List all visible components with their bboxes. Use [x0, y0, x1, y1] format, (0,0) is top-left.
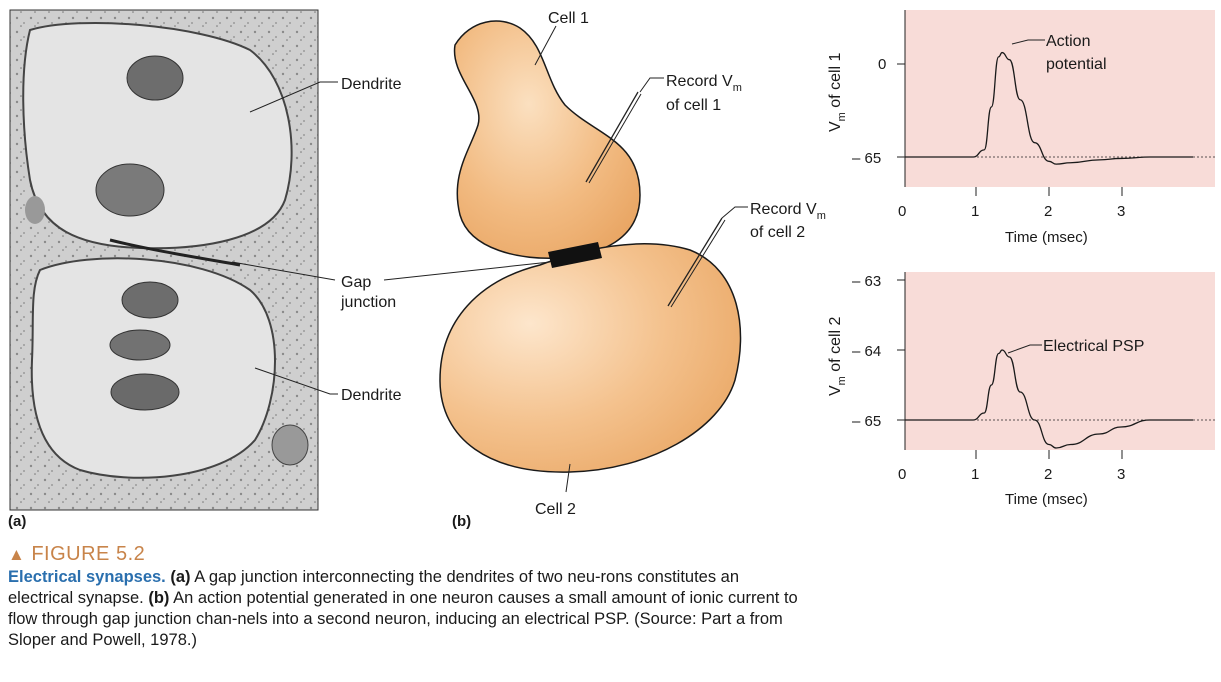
panel-a-label: (a) — [8, 513, 26, 530]
micrograph — [9, 9, 319, 511]
electrode-cell-1 — [585, 91, 642, 184]
triangle-icon: ▲ — [8, 545, 26, 564]
graph-1-xtick-1: 1 — [971, 203, 979, 220]
caption-text-2: An action potential generated in one neu… — [8, 589, 798, 649]
label-gap: Gap — [341, 274, 371, 291]
panel-a-leaders — [231, 81, 338, 395]
graph-2-ytick-label-64: – 64 — [852, 343, 881, 360]
graph-1-annotation-potential: potential — [1046, 56, 1107, 73]
graph-1-ylabel: Vm of cell 1 — [827, 52, 848, 132]
graph-1-xtick-0: 0 — [898, 203, 906, 220]
graph-2-trace — [904, 349, 1193, 449]
graph-2-xtick-0: 0 — [898, 466, 906, 483]
graph-1-annotation-action: Action — [1046, 33, 1090, 50]
graph-1-ytick-label-65: – 65 — [852, 150, 881, 167]
graph-1-ytick-label-0: 0 — [878, 56, 886, 73]
figure-label: ▲FIGURE 5.2 — [8, 543, 146, 565]
panel-b-leaders — [383, 25, 748, 493]
caption-part-b: (b) — [148, 589, 170, 607]
figure-caption: ▲FIGURE 5.2 Electrical synapses. (a) A g… — [8, 542, 798, 651]
caption-body: Electrical synapses. (a) A gap junction … — [8, 567, 798, 651]
graph-2-xtick-3: 3 — [1117, 466, 1125, 483]
electrode-cell-2 — [667, 217, 726, 308]
graph-2-annotation-psp: Electrical PSP — [1043, 338, 1144, 355]
graph-cell-1: 0 – 65 Action potential 0 1 2 3 Time (ms… — [827, 10, 1215, 246]
panel-b-label: (b) — [452, 513, 471, 530]
graph-cell-2: – 63 – 64 – 65 Electrical PSP 0 1 2 3 Ti… — [827, 272, 1215, 508]
caption-part-a: (a) — [165, 568, 191, 586]
graph-2-ylabel: Vm of cell 2 — [827, 316, 848, 396]
graph-1-xtick-2: 2 — [1044, 203, 1052, 220]
graph-2-annotation-leader — [1007, 344, 1042, 354]
gap-junction-block — [548, 242, 602, 268]
graph-2-xlabel: Time (msec) — [1005, 491, 1088, 508]
graph-2-background — [905, 272, 1215, 450]
graph-2-xtick-1: 1 — [971, 466, 979, 483]
caption-text-1: A gap junction interconnecting the dendr… — [8, 568, 740, 607]
label-cell-2: Cell 2 — [535, 501, 576, 518]
graph-2-xtick-2: 2 — [1044, 466, 1052, 483]
cell-2-shape — [439, 243, 742, 473]
graph-1-trace — [905, 51, 1193, 165]
graph-1-annotation-leader — [1011, 39, 1045, 45]
label-cell-1: Cell 1 — [548, 10, 589, 27]
label-dendrite-bottom: Dendrite — [341, 387, 402, 404]
label-record-1-cell: of cell 1 — [666, 97, 721, 114]
label-dendrite-top: Dendrite — [341, 76, 402, 93]
label-record-2: Record Vm — [750, 201, 826, 222]
graph-1-xtick-3: 3 — [1117, 203, 1125, 220]
graph-2-ytick-label-65: – 65 — [852, 413, 881, 430]
label-record-2-cell: of cell 2 — [750, 224, 805, 241]
caption-heading: Electrical synapses. — [8, 568, 166, 586]
graph-2-ytick-label-63: – 63 — [852, 273, 881, 290]
label-record-1: Record Vm — [666, 73, 742, 94]
graph-1-xlabel: Time (msec) — [1005, 229, 1088, 246]
cell-1-shape — [453, 20, 641, 259]
label-junction: junction — [340, 294, 396, 311]
